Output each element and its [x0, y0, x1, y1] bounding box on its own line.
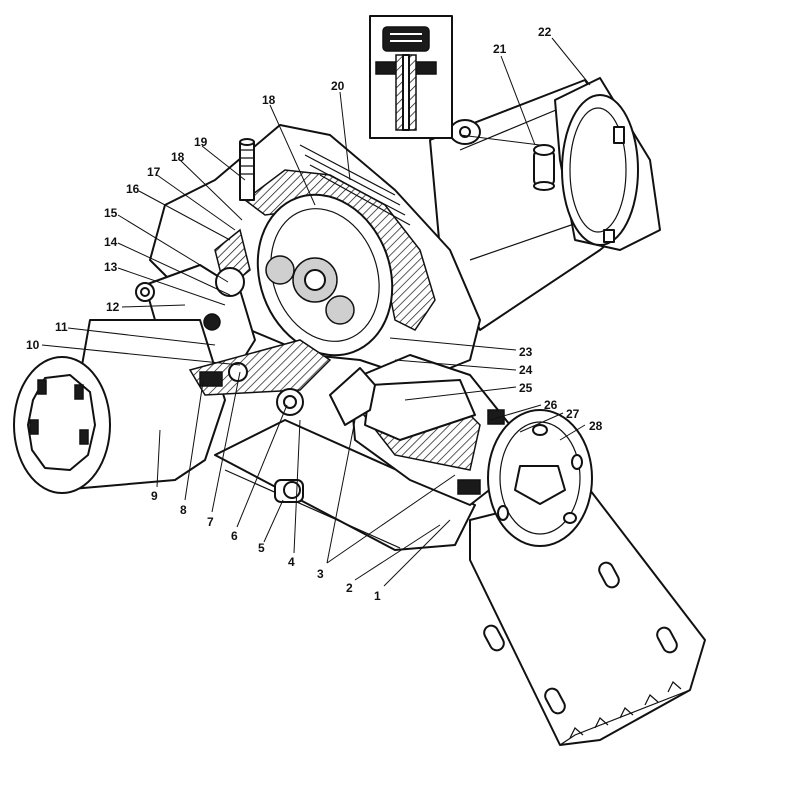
callout-19: 19 [194, 135, 208, 149]
callout-22: 22 [538, 25, 552, 39]
callout-13: 13 [104, 260, 118, 274]
callout-12: 12 [106, 300, 120, 314]
input-sleeve [13, 319, 226, 494]
callout-18a: 18 [171, 150, 185, 164]
callout-2: 2 [346, 581, 353, 595]
callout-11: 11 [55, 320, 68, 334]
callout-24: 24 [519, 363, 533, 377]
callout-3: 3 [317, 567, 324, 581]
bracket-teeth [569, 681, 682, 739]
callout-21: 21 [493, 42, 507, 56]
callout-25: 25 [519, 381, 533, 395]
output-shaft [329, 354, 516, 506]
callout-26: 26 [544, 398, 558, 412]
callout-17: 17 [147, 165, 161, 179]
callout-10: 10 [26, 338, 40, 352]
bracket-slots [483, 561, 678, 715]
end-flange [554, 77, 661, 251]
callout-14: 14 [104, 235, 118, 249]
callout-6: 6 [231, 529, 238, 543]
callout-16: 16 [126, 182, 140, 196]
callout-18b: 18 [262, 93, 276, 107]
output-flange [487, 409, 593, 547]
callout-7: 7 [207, 515, 214, 529]
mounting-bracket [469, 489, 706, 746]
callout-4: 4 [288, 555, 295, 569]
callout-27: 27 [566, 407, 580, 421]
callout-9: 9 [151, 489, 158, 503]
callout-5: 5 [258, 541, 265, 555]
lower-shell [214, 419, 476, 551]
callout-20: 20 [331, 79, 345, 93]
callout-labels: 1 2 3 4 5 6 7 8 9 10 11 12 13 14 15 16 1… [26, 25, 603, 603]
breather-inset [369, 15, 453, 139]
callout-28: 28 [589, 419, 603, 433]
callout-23: 23 [519, 345, 533, 359]
leader-lines [41, 37, 591, 587]
callout-1: 1 [374, 589, 381, 603]
pinion-shaft [188, 339, 332, 416]
callout-8: 8 [180, 503, 187, 517]
breather-valve [533, 144, 555, 191]
callout-15: 15 [104, 206, 118, 220]
